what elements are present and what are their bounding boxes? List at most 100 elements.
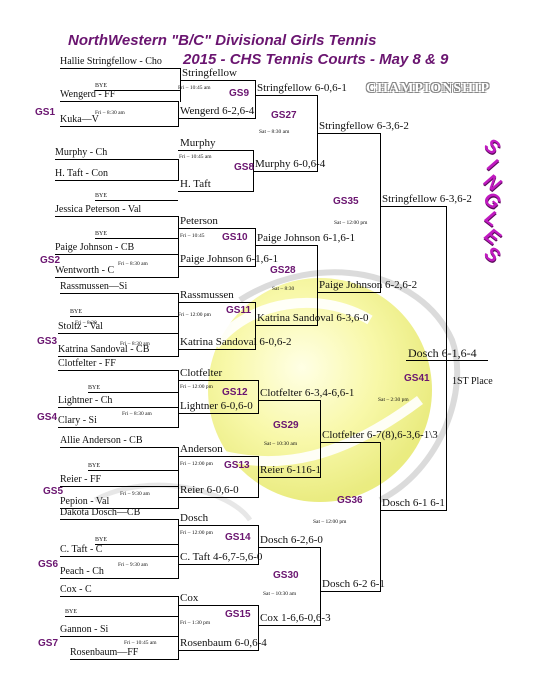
advance-entry: Reier 6-0,6-0 xyxy=(180,484,239,496)
player-entry: Rosenbaum—FF xyxy=(70,647,139,658)
connector-line xyxy=(178,216,179,255)
game-label: GS9 xyxy=(229,88,250,99)
connector-line xyxy=(178,556,179,579)
entry-line xyxy=(58,407,178,408)
match-time: Fri – 12:00 pm xyxy=(180,384,213,390)
entry-line xyxy=(55,254,178,255)
bye-entry: BYE xyxy=(88,463,100,469)
game-label: GS30 xyxy=(273,570,299,581)
match-time: Fri – 10:45 am xyxy=(124,640,157,646)
group-label: GS1 xyxy=(35,107,56,118)
entry-line xyxy=(60,447,178,448)
advance-line xyxy=(178,302,255,303)
game-label: GS41 xyxy=(404,373,430,384)
match-time: Fri – 12:00 pm xyxy=(180,461,213,467)
advance-line xyxy=(320,591,380,592)
match-time: Fri – 10:45 am xyxy=(178,85,211,91)
connector-line xyxy=(255,302,256,350)
advance-entry: Stringfellow xyxy=(182,67,237,79)
match-time: Fri – 10:45 xyxy=(180,233,205,239)
final-line xyxy=(406,360,488,361)
player-entry: Gannon - Si xyxy=(60,624,109,635)
advance-entry: Paige Johnson 6-1,6-1 xyxy=(180,253,279,265)
advance-line xyxy=(178,191,253,192)
player-entry: Reier - FF xyxy=(60,474,102,485)
match-time: Fri – 8:30 am xyxy=(95,110,125,116)
match-time: Fri – 8:30 am xyxy=(122,411,152,417)
player-entry: Wentworth - C xyxy=(55,265,115,276)
match-time: Fri – 10:45 am xyxy=(179,154,212,160)
player-entry: Hallie Stringfellow - Cho xyxy=(60,56,162,67)
bye-entry: BYE xyxy=(95,193,107,199)
group-label: GS4 xyxy=(37,412,58,423)
group-label: GS2 xyxy=(40,255,61,266)
game-label: GS29 xyxy=(273,420,299,431)
advance-entry: Paige Johnson 6-2,6-2 xyxy=(319,279,418,291)
connector-line xyxy=(178,636,179,660)
connector-line xyxy=(317,245,318,326)
advance-entry: H. Taft xyxy=(180,178,211,190)
player-entry: Pepion - Val xyxy=(60,496,110,507)
player-entry: Peach - Ch xyxy=(60,566,104,577)
connector-line xyxy=(178,596,179,637)
player-entry: Jessica Peterson - Val xyxy=(55,204,142,215)
game-label: GS8 xyxy=(234,162,255,173)
match-time: Fri – 12:00 pm xyxy=(180,530,213,536)
title-line1: NorthWestern "B/C" Divisional Girls Tenn… xyxy=(68,32,377,49)
entry-line xyxy=(70,659,178,660)
player-entry: Lightner - Ch xyxy=(58,395,113,406)
advance-entry: Murphy 6-0,6-4 xyxy=(255,158,326,170)
advance-entry: Dosch 6-1 6-1 xyxy=(382,497,445,509)
connector-line xyxy=(258,605,259,651)
game-label: GS28 xyxy=(270,265,296,276)
connector-line xyxy=(178,519,179,557)
advance-entry: Murphy xyxy=(180,137,216,149)
entry-line xyxy=(95,238,178,239)
player-entry: Cox - C xyxy=(60,584,92,595)
entry-line xyxy=(58,356,178,357)
bye-entry: BYE xyxy=(88,385,100,391)
entry-line xyxy=(58,370,178,371)
entry-line xyxy=(55,159,178,160)
advance-entry: C. Taft 4-6,7-5,6-0 xyxy=(180,551,263,563)
entry-line xyxy=(95,90,180,91)
match-time: Sat – 12:00 pm xyxy=(313,519,347,525)
advance-entry: Katrina Sandoval 6-0,6-2 xyxy=(180,336,292,348)
connector-line xyxy=(258,456,259,498)
bye-entry: BYE xyxy=(65,609,77,615)
player-entry: Katrina Sandoval - CB xyxy=(58,344,150,355)
advance-line xyxy=(178,150,253,151)
advance-line xyxy=(258,547,320,548)
advance-entry: Cox xyxy=(180,592,199,604)
advance-line xyxy=(178,564,258,565)
match-time: Fri – 9:30 am xyxy=(118,562,148,568)
advance-line xyxy=(178,650,258,651)
entry-line xyxy=(88,470,178,471)
connector-line xyxy=(178,407,179,428)
match-time: Fri – 9:30 am xyxy=(120,491,150,497)
connector-line xyxy=(255,228,256,267)
player-entry: H. Taft - Con xyxy=(55,168,108,179)
advance-line xyxy=(178,413,258,414)
game-label: GS36 xyxy=(337,495,363,506)
player-entry: Paige Johnson - CB xyxy=(55,242,135,253)
player-entry: Clotfelter - FF xyxy=(58,358,116,369)
championship-label: CHAMPIONSHIP xyxy=(366,81,490,96)
bye-entry: BYE xyxy=(95,537,107,543)
entry-line xyxy=(70,316,178,317)
connector-line xyxy=(253,150,254,192)
first-place-label: 1ST Place xyxy=(452,376,493,387)
match-time: Fri – 8:30 xyxy=(75,320,97,326)
advance-line xyxy=(253,171,317,172)
advance-entry: Rassmussen xyxy=(180,289,234,301)
group-label: GS3 xyxy=(37,336,58,347)
advance-entry: Clotfelter 6-7(8),6-3,6-1\3 xyxy=(322,429,438,441)
player-entry: Murphy - Ch xyxy=(55,147,108,158)
match-time: Fri – 12:00 pm xyxy=(178,312,211,318)
advance-line xyxy=(320,442,380,443)
match-time: Fri – 1:30 pm xyxy=(180,620,211,626)
connector-line xyxy=(380,133,381,293)
connector-line xyxy=(320,547,321,626)
